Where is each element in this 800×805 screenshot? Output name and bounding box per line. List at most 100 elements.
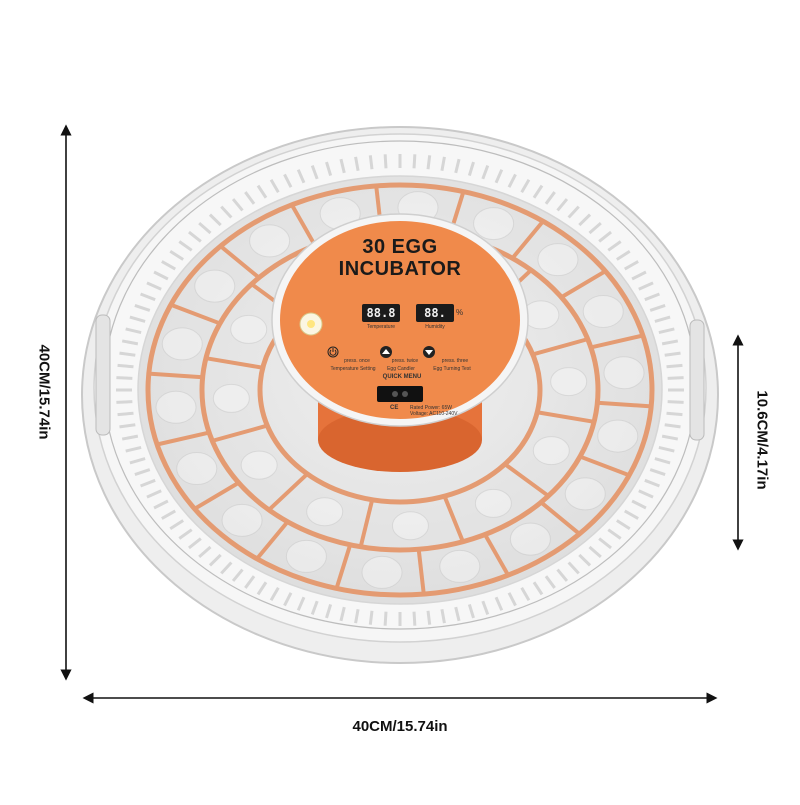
vent-slot bbox=[544, 191, 556, 205]
vent-slot bbox=[339, 158, 346, 174]
vent-slot bbox=[310, 600, 319, 615]
tray-divider bbox=[442, 495, 465, 543]
ce-mark: CE bbox=[390, 405, 399, 411]
vent-slot bbox=[125, 445, 142, 453]
egg-cup bbox=[564, 477, 606, 511]
vent-slot bbox=[368, 155, 374, 170]
vent-slot bbox=[188, 537, 202, 550]
vent-slot bbox=[494, 169, 504, 184]
vent-slot bbox=[310, 165, 319, 180]
vent-slot bbox=[244, 575, 256, 589]
egg-cup bbox=[161, 327, 203, 361]
vent-slot bbox=[598, 230, 612, 243]
tray-divider bbox=[334, 544, 353, 589]
vent-slot bbox=[440, 156, 446, 172]
tray-divider bbox=[219, 244, 261, 280]
vent-slot bbox=[296, 596, 306, 611]
vent-slot bbox=[631, 499, 647, 510]
tray-divider bbox=[503, 462, 550, 498]
tray-divider bbox=[510, 219, 545, 260]
egg-cup bbox=[473, 207, 515, 241]
power-button[interactable] bbox=[327, 346, 339, 358]
vent-slot bbox=[116, 376, 133, 380]
vent-slot bbox=[169, 519, 184, 530]
vent-slot bbox=[644, 292, 660, 302]
vent-slot bbox=[412, 611, 417, 626]
vent-slot bbox=[588, 545, 602, 559]
tray-divider bbox=[590, 333, 644, 350]
tray-divider bbox=[579, 454, 630, 478]
button-label-temperature-setting: Temperature Setting bbox=[330, 366, 376, 372]
socket-pin-right bbox=[402, 391, 408, 397]
vent-slot bbox=[121, 434, 139, 441]
candler-lamp-led bbox=[307, 320, 315, 328]
vent-slot bbox=[208, 213, 222, 227]
humidity-display: 88. bbox=[416, 304, 454, 322]
vent-slot bbox=[140, 292, 156, 302]
vent-slot bbox=[383, 611, 388, 626]
tray-divider bbox=[536, 410, 595, 424]
vent-slot bbox=[661, 339, 679, 346]
panel-title-line-1: 30 EGG bbox=[362, 236, 438, 258]
vent-slot bbox=[178, 528, 193, 540]
vent-slot bbox=[588, 221, 602, 235]
vent-slot bbox=[666, 411, 683, 417]
tray-divider bbox=[267, 472, 309, 512]
left-handle[interactable] bbox=[95, 314, 111, 436]
tray-divider bbox=[539, 500, 581, 536]
vent-slot bbox=[631, 270, 647, 281]
vent-slot bbox=[638, 489, 654, 499]
vent-slot bbox=[161, 260, 176, 271]
width-dimension-label: 40CM/15.74in bbox=[352, 718, 448, 735]
egg-cup bbox=[361, 555, 403, 589]
vent-slot bbox=[134, 304, 151, 312]
vent-slot bbox=[325, 603, 333, 619]
tray-divider bbox=[255, 520, 290, 561]
vent-slot bbox=[520, 178, 531, 193]
vent-ring bbox=[116, 154, 684, 626]
tray-divider bbox=[416, 549, 426, 595]
rating-line-2: Voltage: AC110-240V bbox=[410, 411, 458, 417]
egg-cup bbox=[509, 522, 551, 556]
vent-slot bbox=[325, 161, 333, 177]
egg-cup bbox=[537, 243, 579, 277]
vent-slot bbox=[661, 434, 679, 441]
power-icon bbox=[329, 348, 337, 356]
vent-slot bbox=[231, 568, 244, 582]
vent-slot bbox=[116, 400, 133, 404]
egg-cup bbox=[230, 314, 268, 344]
vent-slot bbox=[354, 156, 360, 172]
vent-slot bbox=[188, 230, 202, 243]
tray-divider bbox=[597, 400, 652, 409]
temperature-caption: Temperature bbox=[366, 324, 396, 330]
vent-slot bbox=[649, 304, 666, 312]
vent-slot bbox=[198, 545, 212, 559]
vent-slot bbox=[231, 198, 244, 212]
vent-slot bbox=[532, 581, 544, 596]
vent-slot bbox=[129, 457, 146, 465]
vent-slot bbox=[269, 587, 280, 602]
vent-slot bbox=[426, 610, 432, 625]
egg-cup bbox=[221, 503, 263, 537]
vent-slot bbox=[658, 445, 675, 453]
vent-slot bbox=[412, 154, 417, 169]
vent-slot bbox=[383, 154, 388, 169]
vent-slot bbox=[256, 581, 268, 596]
tray-divider bbox=[358, 499, 375, 548]
vent-slot bbox=[256, 184, 268, 199]
vent-slot bbox=[658, 327, 675, 335]
right-handle[interactable] bbox=[689, 319, 705, 441]
tray-divider bbox=[205, 356, 264, 370]
vent-slot bbox=[178, 240, 193, 252]
vent-slot bbox=[624, 509, 639, 520]
vent-slot bbox=[244, 191, 256, 205]
tray-divider bbox=[193, 481, 240, 511]
vent-slot bbox=[607, 528, 622, 540]
vent-slot bbox=[567, 205, 580, 219]
egg-cup bbox=[176, 452, 218, 486]
tray-divider bbox=[532, 337, 589, 357]
power-socket bbox=[377, 386, 423, 402]
button-hint-1: press. once bbox=[344, 358, 370, 364]
vent-slot bbox=[117, 411, 134, 417]
